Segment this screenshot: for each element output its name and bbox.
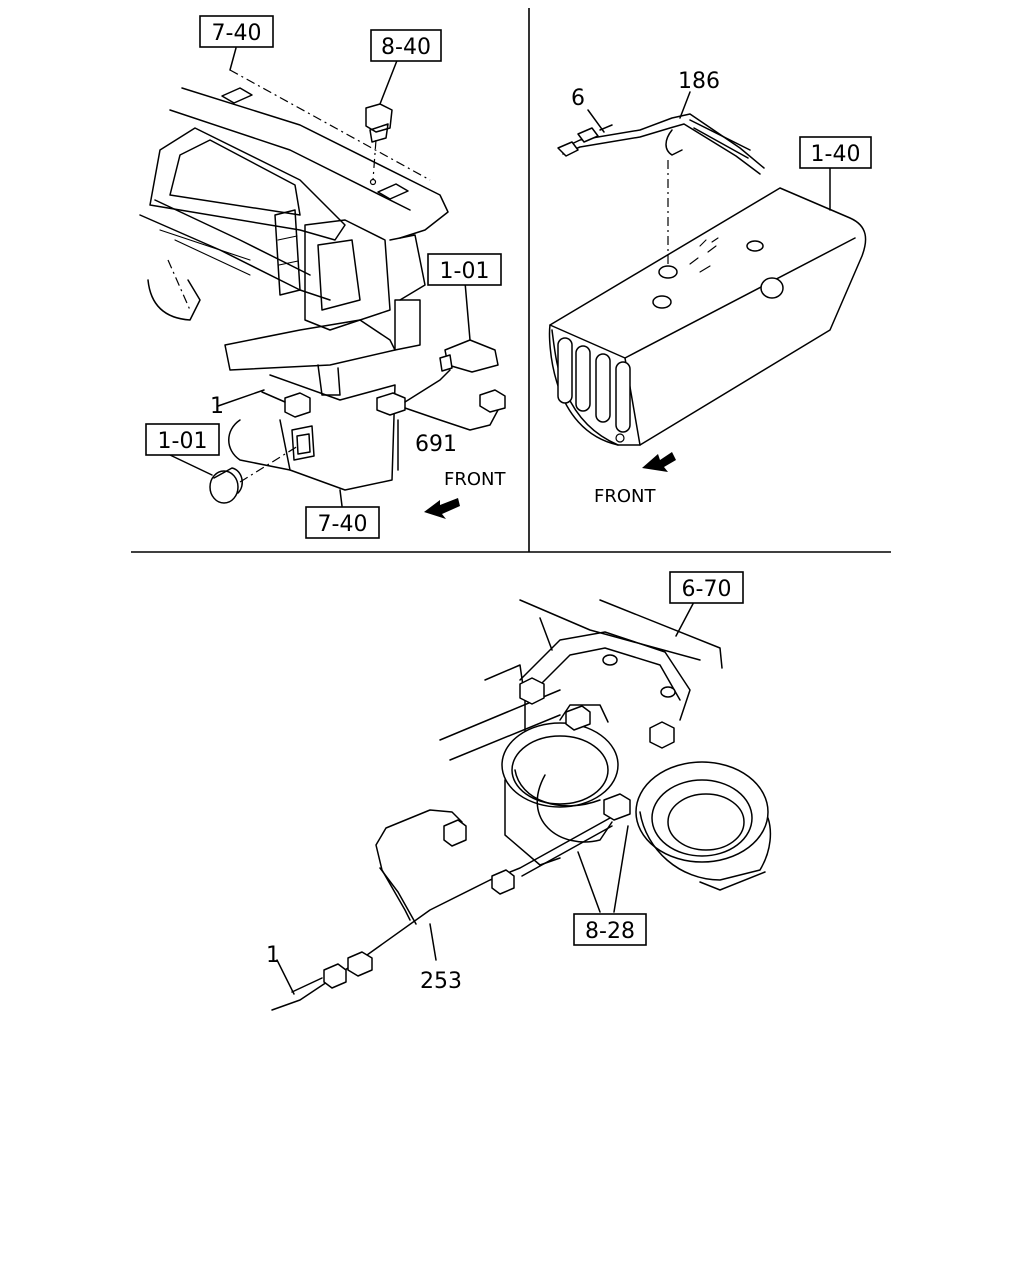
part-number-186: 186 <box>678 69 720 94</box>
callout-box-1-01-left: 1-01 <box>145 423 220 456</box>
fuel-tank-illustration <box>548 91 867 446</box>
svg-text:1-01: 1-01 <box>158 429 208 454</box>
svg-text:1-01: 1-01 <box>440 259 490 284</box>
front-label-left: FRONT <box>444 469 506 490</box>
callout-box-8-40: 8-40 <box>370 29 442 62</box>
callout-box-1-40: 1-40 <box>799 136 872 169</box>
part-number-253: 253 <box>420 969 462 994</box>
part-number-691: 691 <box>415 432 457 457</box>
svg-text:7-40: 7-40 <box>212 21 262 46</box>
front-arrow-icon <box>642 452 676 472</box>
part-number-1-top-left: 1 <box>210 394 224 419</box>
dashboard-illustration <box>139 47 506 507</box>
part-number-6: 6 <box>571 86 585 111</box>
callout-box-1-01-right: 1-01 <box>427 253 502 286</box>
svg-text:6-70: 6-70 <box>682 577 732 602</box>
svg-text:7-40: 7-40 <box>318 512 368 537</box>
front-label-right: FRONT <box>594 486 656 507</box>
svg-text:1-40: 1-40 <box>811 142 861 167</box>
front-arrow-icon <box>424 498 460 519</box>
part-number-1-bottom: 1 <box>266 943 280 968</box>
svg-text:8-28: 8-28 <box>585 919 635 944</box>
callout-box-8-28: 8-28 <box>573 913 647 946</box>
svg-text:8-40: 8-40 <box>381 35 431 60</box>
callout-box-7-40-top: 7-40 <box>199 15 274 48</box>
callout-box-7-40-bottom: 7-40 <box>305 506 380 539</box>
horn-assembly-illustration <box>271 599 772 1011</box>
callout-box-6-70: 6-70 <box>669 571 744 604</box>
